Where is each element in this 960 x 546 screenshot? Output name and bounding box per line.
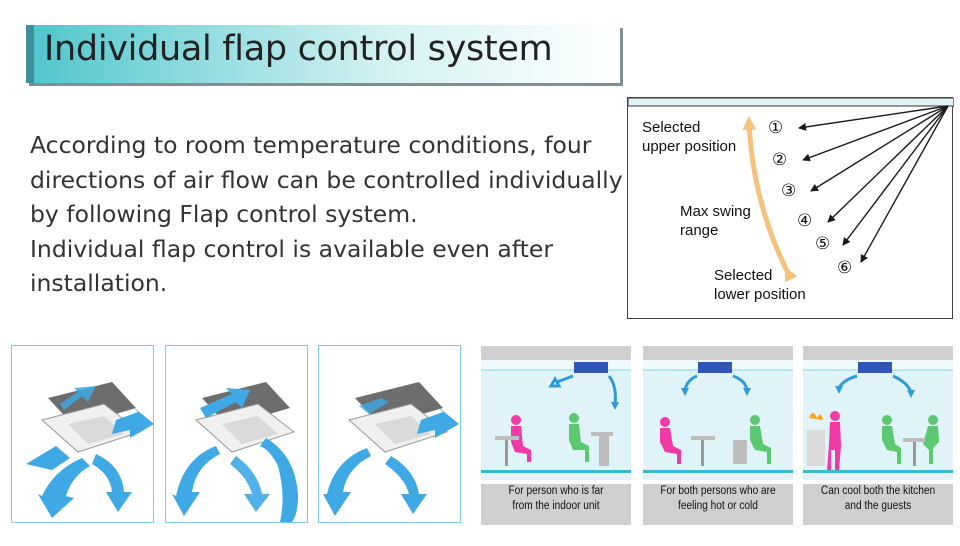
- description-line: installation.: [30, 269, 168, 297]
- lower-position-label-line: Selected: [714, 267, 773, 284]
- scene-far-person-caption: For person who is far from the indoor un…: [490, 484, 622, 514]
- scene-hot-cold-caption: For both persons who are feeling hot or …: [652, 484, 784, 514]
- description-line: Individual flap control is available eve…: [30, 234, 554, 263]
- lower-position-label-line: lower position: [714, 286, 806, 303]
- kitchen-and-guests-scene: [803, 346, 953, 484]
- flap-position-diagram: Selected upper position Max swing range …: [627, 97, 954, 319]
- description-line: by following Flap control system.: [30, 200, 418, 228]
- scene-far-person: For person who is far from the indoor un…: [481, 346, 631, 525]
- caption-line: Can cool both the kitchen: [820, 485, 936, 497]
- position-number-3: ③: [781, 181, 797, 200]
- airflow-panel-three-way: [318, 345, 461, 523]
- upper-position-label-line: Selected: [642, 119, 701, 136]
- upper-position-label-line: upper position: [642, 138, 737, 155]
- max-swing-label-line: range: [680, 222, 719, 239]
- scene-kitchen-guests: Can cool both the kitchen and the guests: [803, 346, 953, 525]
- title-banner-edge: [26, 25, 34, 83]
- description-line: According to room temperature conditions…: [30, 131, 592, 159]
- title-banner: [26, 25, 620, 83]
- caption-line: For both persons who are: [660, 485, 776, 497]
- description-line: directions of air flow can be controlled…: [30, 165, 623, 194]
- airflow-panel-mixed: [165, 345, 308, 523]
- max-swing-label: Max swing range: [680, 202, 751, 240]
- flap-direction-arrows: [798, 105, 949, 263]
- scene-kitchen-guests-caption: Can cool both the kitchen and the guests: [812, 484, 944, 514]
- position-number-4: ④: [797, 211, 813, 230]
- person-far-from-unit-scene: [481, 346, 631, 484]
- caption-line: feeling hot or cold: [678, 500, 758, 512]
- cassette-unit-three-way-airflow-icon: [323, 382, 459, 516]
- position-number-2: ②: [772, 150, 788, 169]
- position-number-6: ⑥: [837, 258, 853, 277]
- caption-line: from the indoor unit: [512, 500, 600, 512]
- scene-hot-cold: For both persons who are feeling hot or …: [643, 346, 793, 525]
- upper-position-label: Selected upper position: [642, 118, 736, 156]
- max-swing-range-arrow: [742, 116, 798, 283]
- airflow-panel-four-way: [11, 345, 154, 523]
- ceiling-unit-strip: [628, 98, 954, 107]
- caption-line: and the guests: [844, 500, 912, 512]
- cassette-unit-four-way-airflow-icon: [26, 382, 154, 518]
- caption-line: For person who is far: [508, 485, 604, 497]
- page-title: Individual flap control system: [44, 29, 553, 69]
- flap-diagram-graphic: [628, 98, 954, 283]
- cassette-unit-mixed-airflow-icon: [172, 382, 298, 522]
- max-swing-label-line: Max swing: [680, 203, 751, 220]
- position-number-5: ⑤: [815, 234, 831, 253]
- position-number-1: ①: [768, 118, 784, 137]
- description-text: According to room temperature conditions…: [30, 128, 630, 301]
- persons-hot-cold-scene: [643, 346, 793, 484]
- lower-position-label: Selected lower position: [714, 266, 806, 304]
